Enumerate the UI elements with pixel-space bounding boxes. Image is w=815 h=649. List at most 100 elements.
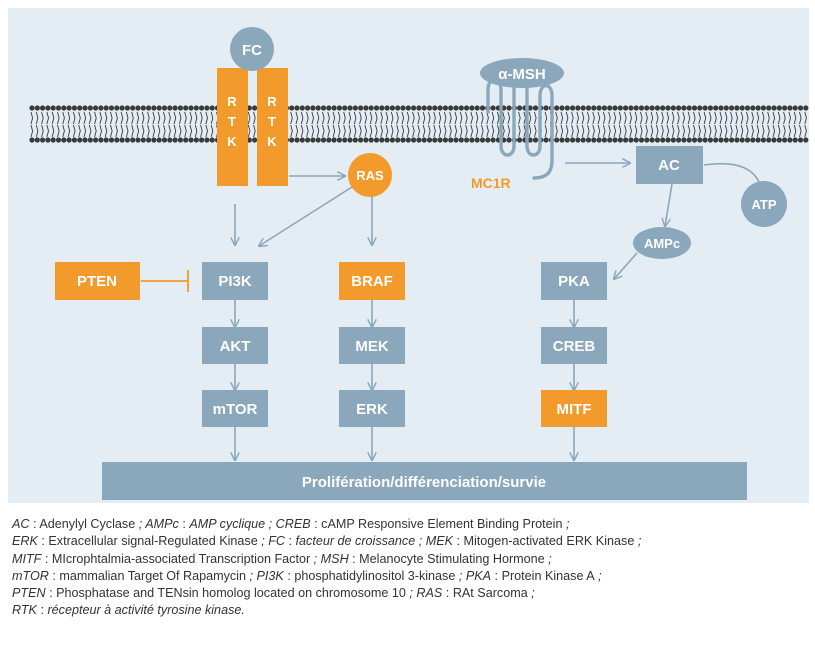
membrane-head-bottom [729,137,735,143]
legend-definition: cAMP Responsive Element Binding Protein [321,517,563,531]
membrane-lipid-tail [534,124,537,138]
membrane-lipid-tail [634,111,638,125]
membrane-lipid-tail [666,124,670,138]
membrane-lipid-tail [528,124,532,138]
membrane-lipid-tail [332,111,336,125]
membrane-lipid-tail [422,124,426,138]
membrane-head-bottom [151,137,157,143]
membrane-lipid-tail [677,124,680,138]
membrane-head-bottom [744,137,751,143]
membrane-head-top [787,105,793,111]
membrane-lipid-tail [724,124,728,138]
ras-label: RAS [356,168,384,183]
membrane-head-top [124,105,130,111]
membrane-lipid-tail [194,111,198,125]
membrane-head-bottom [464,137,470,143]
membrane-head-top [681,105,687,111]
membrane-head-bottom [670,137,676,143]
membrane-head-bottom [310,137,316,143]
membrane-lipid-tail [417,111,420,125]
legend-separator: : [29,517,40,531]
membrane-lipid-tail [141,111,145,125]
membrane-lipid-tail [173,111,177,125]
membrane-head-top [591,105,597,111]
membrane-head-bottom [665,137,671,143]
membrane-head-top [146,105,152,111]
membrane-lipid-tail [608,124,611,138]
membrane-lipid-tail [650,124,654,138]
membrane-lipid-tail [147,111,150,125]
membrane-lipid-tail [799,124,802,138]
membrane-lipid-tail [703,124,707,138]
membrane-head-top [644,105,650,111]
membrane-lipid-tail [115,111,118,125]
membrane-lipid-tail [136,124,140,138]
membrane-lipid-tail [634,124,638,138]
membrane-head-top [384,105,390,111]
membrane-head-top [776,105,782,111]
membrane-head-bottom [739,137,745,143]
membrane-head-bottom [633,137,639,143]
legend-separator: ; [265,517,276,531]
membrane-lipid-tail [157,111,161,125]
membrane-head-top [570,105,576,111]
ras-node [348,153,392,197]
legend-definition: mammalian Target Of Rapamycin [59,568,247,583]
membrane-lipid-tail [141,124,145,138]
membrane-lipid-tail [592,111,595,125]
membrane-lipid-tail [62,111,65,125]
membrane-head-top [739,105,745,111]
membrane-lipid-tail [714,111,717,125]
membrane-head-top [766,105,772,111]
membrane-lipid-tail [433,111,436,125]
membrane-lipid-tail [163,124,166,138]
membrane-head-bottom [506,137,512,143]
membrane-lipid-tail [72,124,76,138]
membrane-lipid-tail [380,124,383,138]
membrane-head-top [421,105,427,111]
membrane-head-bottom [474,137,480,143]
membrane-head-top [527,105,533,111]
membrane-lipid-tail [210,111,214,125]
membrane-head-bottom [797,137,804,143]
rtk-left [217,68,248,186]
membrane-lipid-tail [428,124,431,138]
membrane-head-bottom [776,137,782,143]
membrane-head-top [114,105,120,111]
membrane-head-top [161,105,168,111]
membrane-lipid-tail [746,111,749,125]
membrane-head-top [697,105,703,111]
membrane-lipid-tail [120,124,124,138]
membrane-lipid-tail [332,124,336,138]
membrane-lipid-tail [613,124,617,138]
membrane-lipid-tail [88,124,92,138]
membrane-lipid-tail [306,111,309,125]
membrane-lipid-tail [364,124,367,138]
membrane-head-top [638,105,645,111]
erk-label: ERK [356,401,388,418]
membrane-head-bottom [342,137,348,143]
membrane-lipid-tail [390,111,394,125]
legend-separator: : [283,568,295,583]
membrane-lipid-tail [247,111,251,125]
membrane-lipid-tail [496,124,500,138]
membrane-head-bottom [384,137,390,143]
membrane-lipid-tail [443,111,447,125]
membrane-lipid-tail [327,124,330,138]
membrane-lipid-tail [613,111,617,125]
membrane-head-bottom [336,137,342,143]
membrane-lipid-tail [746,124,749,138]
membrane-lipid-tail [67,111,71,125]
membrane-head-bottom [299,137,305,143]
membrane-head-bottom [50,137,56,143]
membrane-lipid-tail [290,124,293,138]
membrane-head-top [707,105,714,111]
membrane-lipid-tail [46,111,49,125]
legend-abbreviation: AMPc [145,517,179,531]
membrane-head-top [633,105,639,111]
membrane-head-top [432,105,438,111]
membrane-lipid-tail [353,124,357,138]
membrane-head-bottom [66,137,72,143]
membrane-lipid-tail [396,111,399,125]
membrane-lipid-tail [57,111,60,125]
